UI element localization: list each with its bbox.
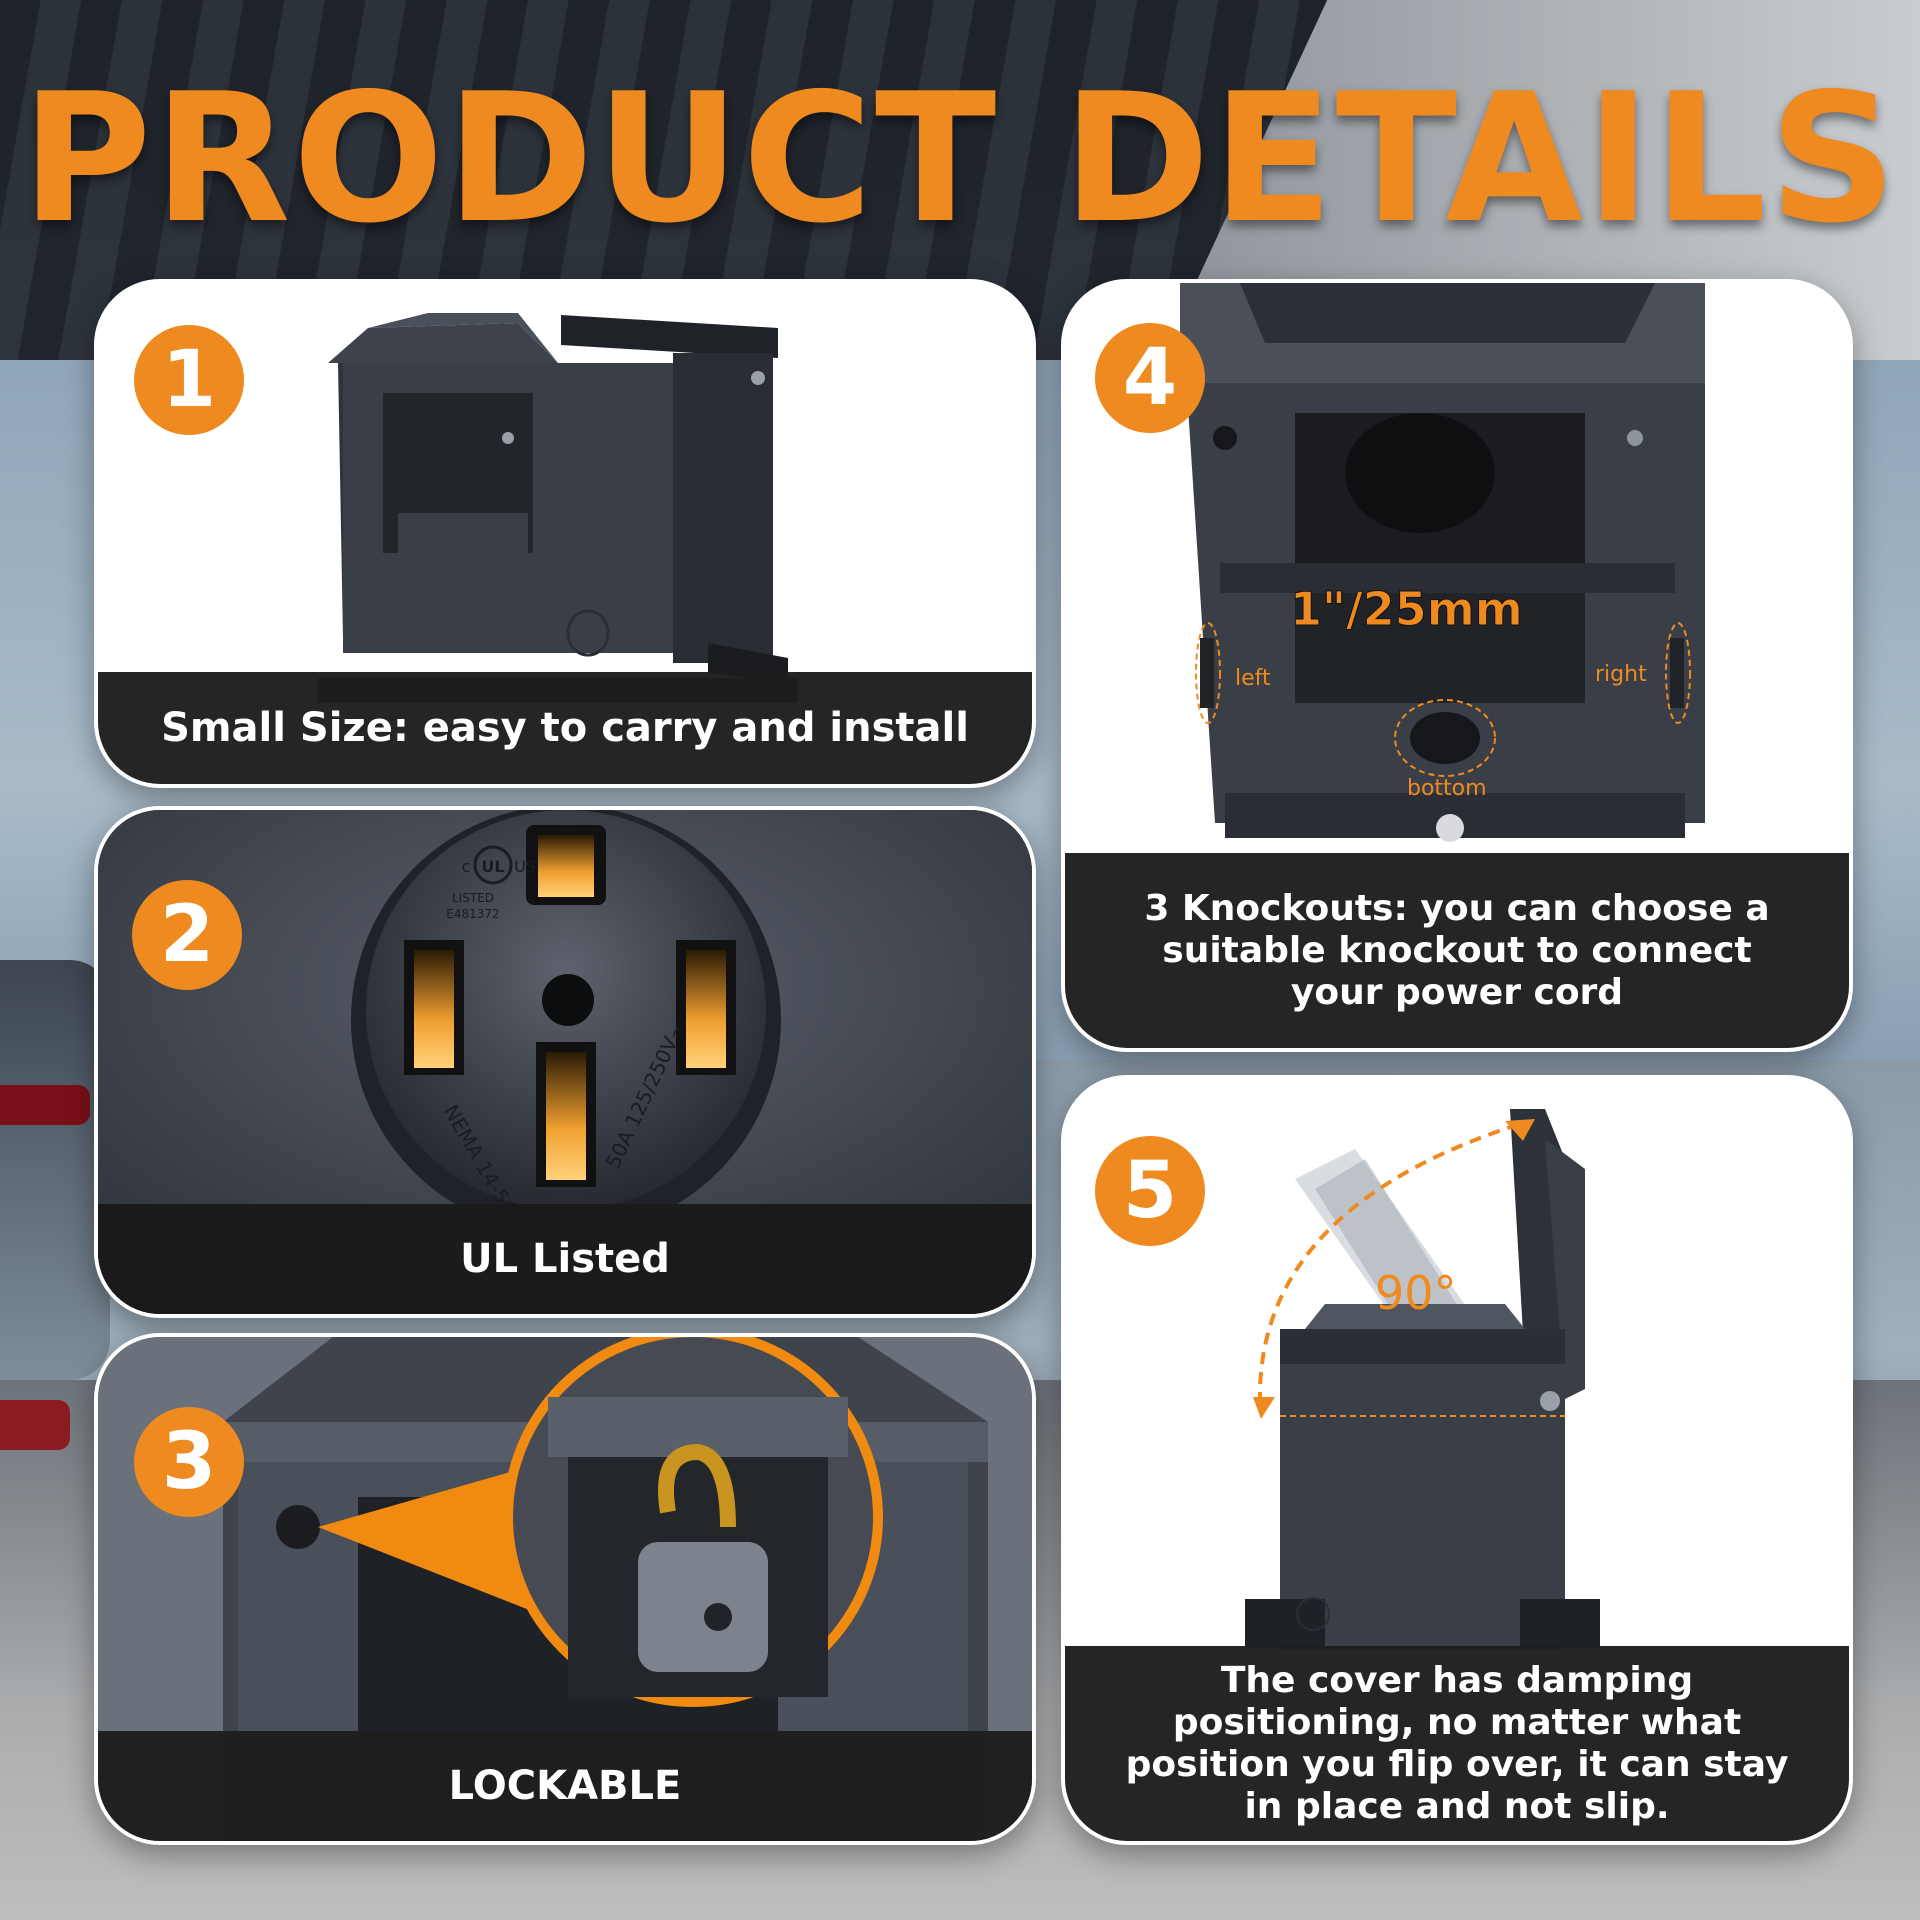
background-taillight: [0, 1085, 90, 1125]
file-number-text: E481372: [446, 907, 499, 921]
background-car: [0, 960, 110, 1380]
card-caption: 3 Knockouts: you can choose a suitable k…: [1065, 853, 1849, 1048]
enclosure-front-image: [98, 283, 1032, 784]
step-badge: 4: [1095, 323, 1205, 433]
angle-label: 90°: [1375, 1266, 1457, 1320]
listed-text: LISTED: [452, 891, 494, 905]
bottom-label: bottom: [1407, 776, 1487, 801]
enclosure-knockouts-image: 1"/25mm left right bottom: [1065, 283, 1849, 1048]
background-taillight: [0, 1400, 70, 1450]
card-caption: Small Size: easy to carry and install: [98, 672, 1032, 784]
step-badge: 1: [134, 325, 244, 435]
ul-mark-text: UL: [481, 857, 504, 876]
card-damping-cover: 90° 5 The cover has damping positioning,…: [1061, 1075, 1853, 1845]
step-badge: 5: [1095, 1136, 1205, 1246]
page-title: PRODUCT DETAILS: [21, 55, 1899, 262]
right-label: right: [1595, 662, 1647, 687]
card-caption: UL Listed: [98, 1204, 1032, 1314]
step-badge: 3: [134, 1407, 244, 1517]
knockout-size-label: 1"/25mm: [1290, 582, 1523, 636]
ul-mark-us: US: [514, 857, 536, 876]
card-lockable: 3 LOCKABLE: [94, 1333, 1036, 1845]
card-ul-listed: UL c US LISTED E481372 NEMA 14-50R 50A 1…: [94, 806, 1036, 1318]
card-caption: The cover has damping positioning, no ma…: [1065, 1646, 1849, 1841]
card-caption: LOCKABLE: [98, 1731, 1032, 1841]
card-small-size: 1 Small Size: easy to carry and install: [94, 279, 1036, 788]
ul-mark-c: c: [462, 857, 471, 876]
step-badge: 2: [132, 880, 242, 990]
card-knockouts: 1"/25mm left right bottom 4 3 Knockouts:…: [1061, 279, 1853, 1052]
left-label: left: [1235, 666, 1271, 691]
